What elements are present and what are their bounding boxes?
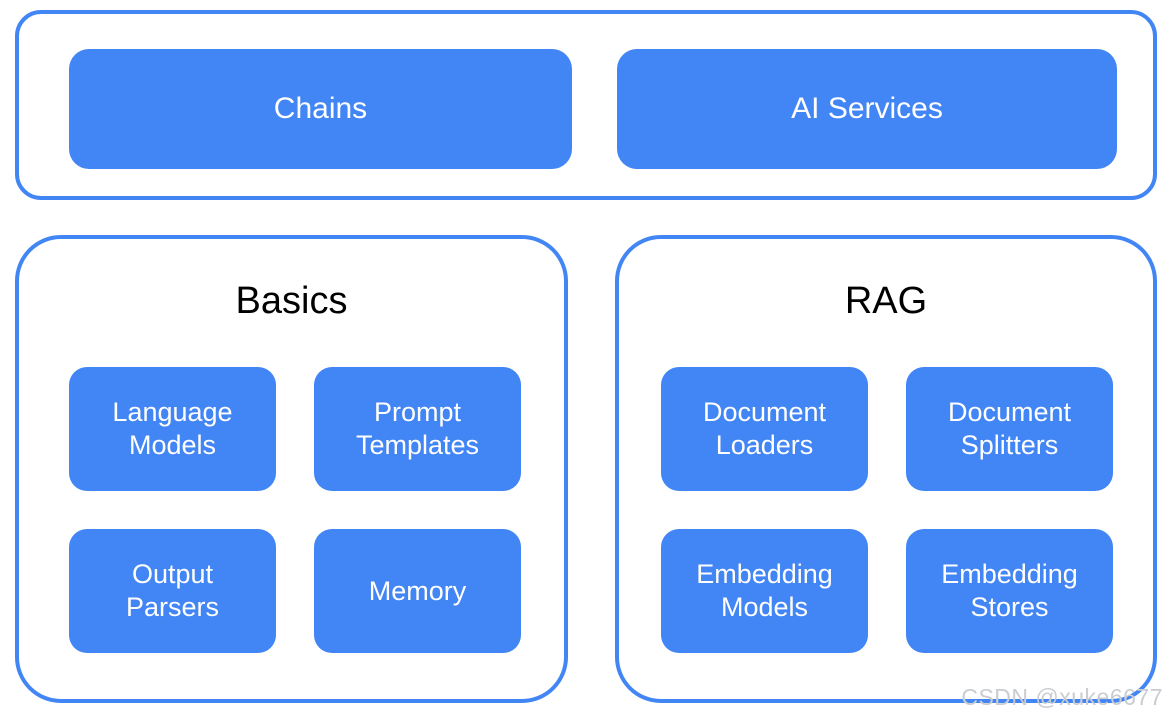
node-embedding-models[interactable]: Embedding Models bbox=[661, 529, 868, 653]
node-memory[interactable]: Memory bbox=[314, 529, 521, 653]
group-basics-title: Basics bbox=[235, 280, 348, 322]
node-document-loaders[interactable]: Document Loaders bbox=[661, 367, 868, 491]
node-prompt-templates-label: Prompt Templates bbox=[355, 397, 480, 460]
node-document-splitters[interactable]: Document Splitters bbox=[906, 367, 1113, 491]
node-embedding-models-label: Embedding Models bbox=[696, 559, 833, 622]
node-chains-label: Chains bbox=[273, 92, 368, 125]
node-ai-services[interactable]: AI Services bbox=[617, 49, 1117, 169]
node-output-parsers[interactable]: Output Parsers bbox=[69, 529, 276, 653]
node-document-splitters-label: Document Splitters bbox=[947, 397, 1072, 460]
group-rag-title: RAG bbox=[844, 280, 928, 322]
node-chains[interactable]: Chains bbox=[69, 49, 572, 169]
node-embedding-stores[interactable]: Embedding Stores bbox=[906, 529, 1113, 653]
node-document-loaders-label: Document Loaders bbox=[702, 397, 827, 460]
group-top-layer: Chains AI Services bbox=[15, 10, 1157, 200]
node-output-parsers-label: Output Parsers bbox=[125, 559, 220, 622]
watermark: CSDN @xuke6677 bbox=[961, 684, 1163, 710]
node-embedding-stores-label: Embedding Stores bbox=[941, 559, 1078, 622]
node-ai-services-label: AI Services bbox=[791, 92, 943, 125]
group-rag: RAG Document Loaders Document Splitters … bbox=[615, 235, 1157, 703]
node-memory-label: Memory bbox=[368, 575, 467, 606]
node-language-models[interactable]: Language Models bbox=[69, 367, 276, 491]
node-language-models-label: Language Models bbox=[112, 397, 233, 460]
group-basics: Basics Language Models Prompt Templates … bbox=[15, 235, 568, 703]
node-prompt-templates[interactable]: Prompt Templates bbox=[314, 367, 521, 491]
